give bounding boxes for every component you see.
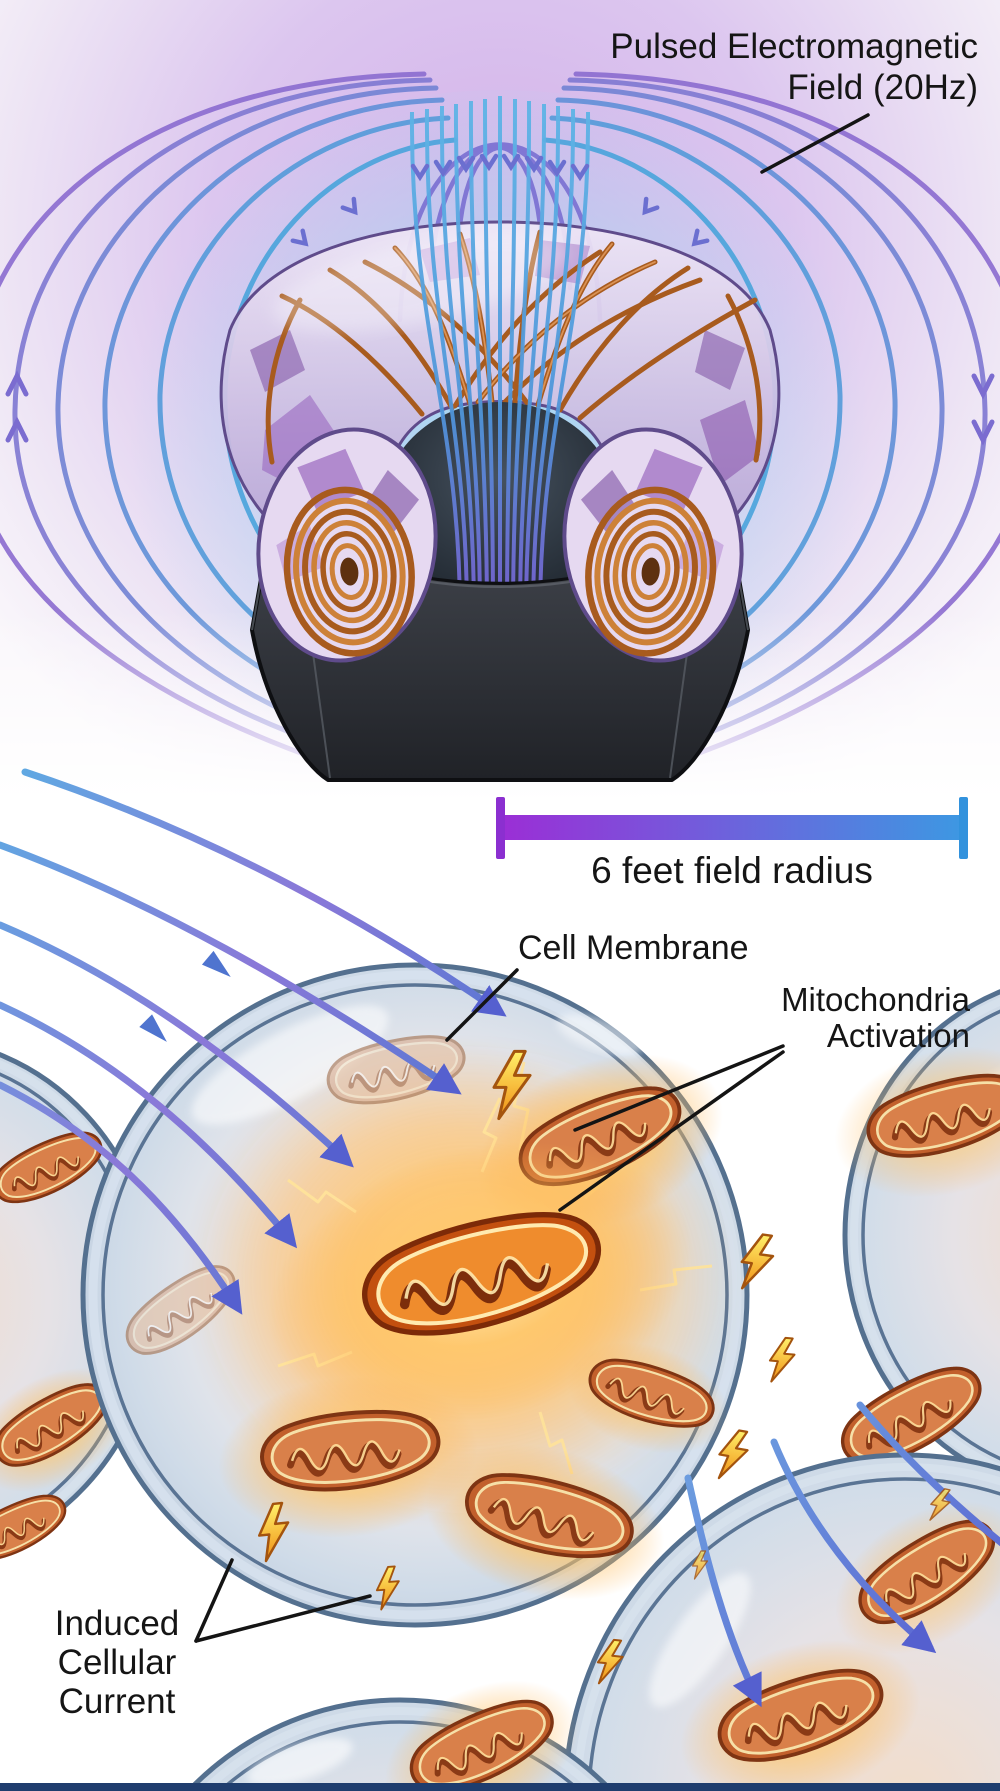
field-arrow xyxy=(0,1001,298,1249)
scale-bar-label: 6 feet field radius xyxy=(591,850,873,891)
chevron-down-icon xyxy=(547,159,567,178)
title-line2: Field (20Hz) xyxy=(787,68,978,107)
mitochondrion-icon xyxy=(835,1501,1000,1655)
field-arrow xyxy=(0,841,462,1095)
mitochondria-leader xyxy=(558,1050,785,1212)
mitochondrion-icon xyxy=(218,1376,478,1538)
field-arrow xyxy=(0,1081,243,1315)
induced-line1: Induced xyxy=(54,1604,180,1643)
field-arrow xyxy=(856,1401,1000,1547)
mitochondrion-icon xyxy=(0,1368,130,1492)
chevron-down-icon xyxy=(410,163,430,182)
title-line1: Pulsed Electromagnetic xyxy=(610,27,978,66)
field-section xyxy=(0,0,1000,900)
mitochondrion-icon xyxy=(567,1342,729,1454)
arrowhead-icon xyxy=(201,950,231,977)
lightning-bolt-icon xyxy=(714,1426,752,1484)
cell-section xyxy=(0,768,1000,1791)
chevron-down-icon xyxy=(456,155,476,174)
chevron-down-icon xyxy=(971,373,995,400)
chevron-up-icon xyxy=(5,416,29,443)
scale-bar xyxy=(505,815,959,840)
scale-bar-right-tick xyxy=(959,797,968,859)
mitochondria-line1: Mitochondria xyxy=(781,981,970,1018)
chevron-down-icon xyxy=(691,228,710,247)
chevron-down-icon xyxy=(642,196,660,216)
chevron-up-icon xyxy=(5,370,29,397)
mitochondria-activation-label: Mitochondria Activation xyxy=(781,982,970,1054)
cell-to-cell-arrows xyxy=(684,1401,1000,1708)
cell-membrane-label: Cell Membrane xyxy=(518,929,749,967)
mitochondria-line2: Activation xyxy=(826,1017,970,1054)
coil-cross-section-left xyxy=(256,427,438,663)
chevron-down-icon xyxy=(479,153,499,172)
label-leader-lines xyxy=(194,968,785,1643)
scale-bar-left-tick xyxy=(496,797,505,859)
chevron-down-icon xyxy=(524,155,544,174)
neighbor-cell-right xyxy=(830,989,1000,1481)
chevron-down-icon xyxy=(433,159,453,178)
mitochondria-leader xyxy=(573,1044,785,1132)
chevron-down-icon xyxy=(290,228,309,247)
mid-route-arrowheads xyxy=(139,950,231,1042)
torus-gloss xyxy=(273,231,567,333)
induced-line2: Cellular xyxy=(57,1643,177,1682)
induced-current-leader xyxy=(194,1558,234,1643)
induced-cellular-current-label: Induced Cellular Current xyxy=(28,1604,206,1721)
field-direction-arrows xyxy=(5,153,995,446)
mitochondrion-icon xyxy=(834,1046,1000,1198)
cell-membrane-leader xyxy=(445,968,519,1042)
chevron-down-icon xyxy=(971,419,995,446)
cell-gloss xyxy=(191,1005,389,1125)
field-radius-scale-bar xyxy=(496,797,968,859)
center-field-lines xyxy=(409,95,591,617)
cell-gloss xyxy=(556,1014,644,1056)
field-arrow xyxy=(770,1438,937,1654)
field-arrow xyxy=(684,1474,762,1708)
mitochondrion-icon xyxy=(425,1444,665,1600)
coil-cross-section-right xyxy=(562,427,744,663)
chevron-down-icon xyxy=(570,163,590,182)
chevron-down-icon xyxy=(501,153,521,172)
field-arrow xyxy=(21,768,507,1017)
footer-strip xyxy=(0,1783,1000,1791)
chevron-down-icon xyxy=(340,196,358,216)
title-label: Pulsed Electromagnetic Field (20Hz) xyxy=(610,26,978,108)
main-cell xyxy=(80,962,750,1628)
induced-current-leader xyxy=(194,1594,372,1643)
lightning-bolt-icon xyxy=(767,1335,797,1385)
incoming-field-arrows xyxy=(0,768,507,1315)
arrowhead-icon xyxy=(139,1014,167,1042)
title-leader-line xyxy=(760,113,870,174)
field-arrow xyxy=(0,921,354,1168)
induced-line3: Current xyxy=(58,1682,176,1721)
